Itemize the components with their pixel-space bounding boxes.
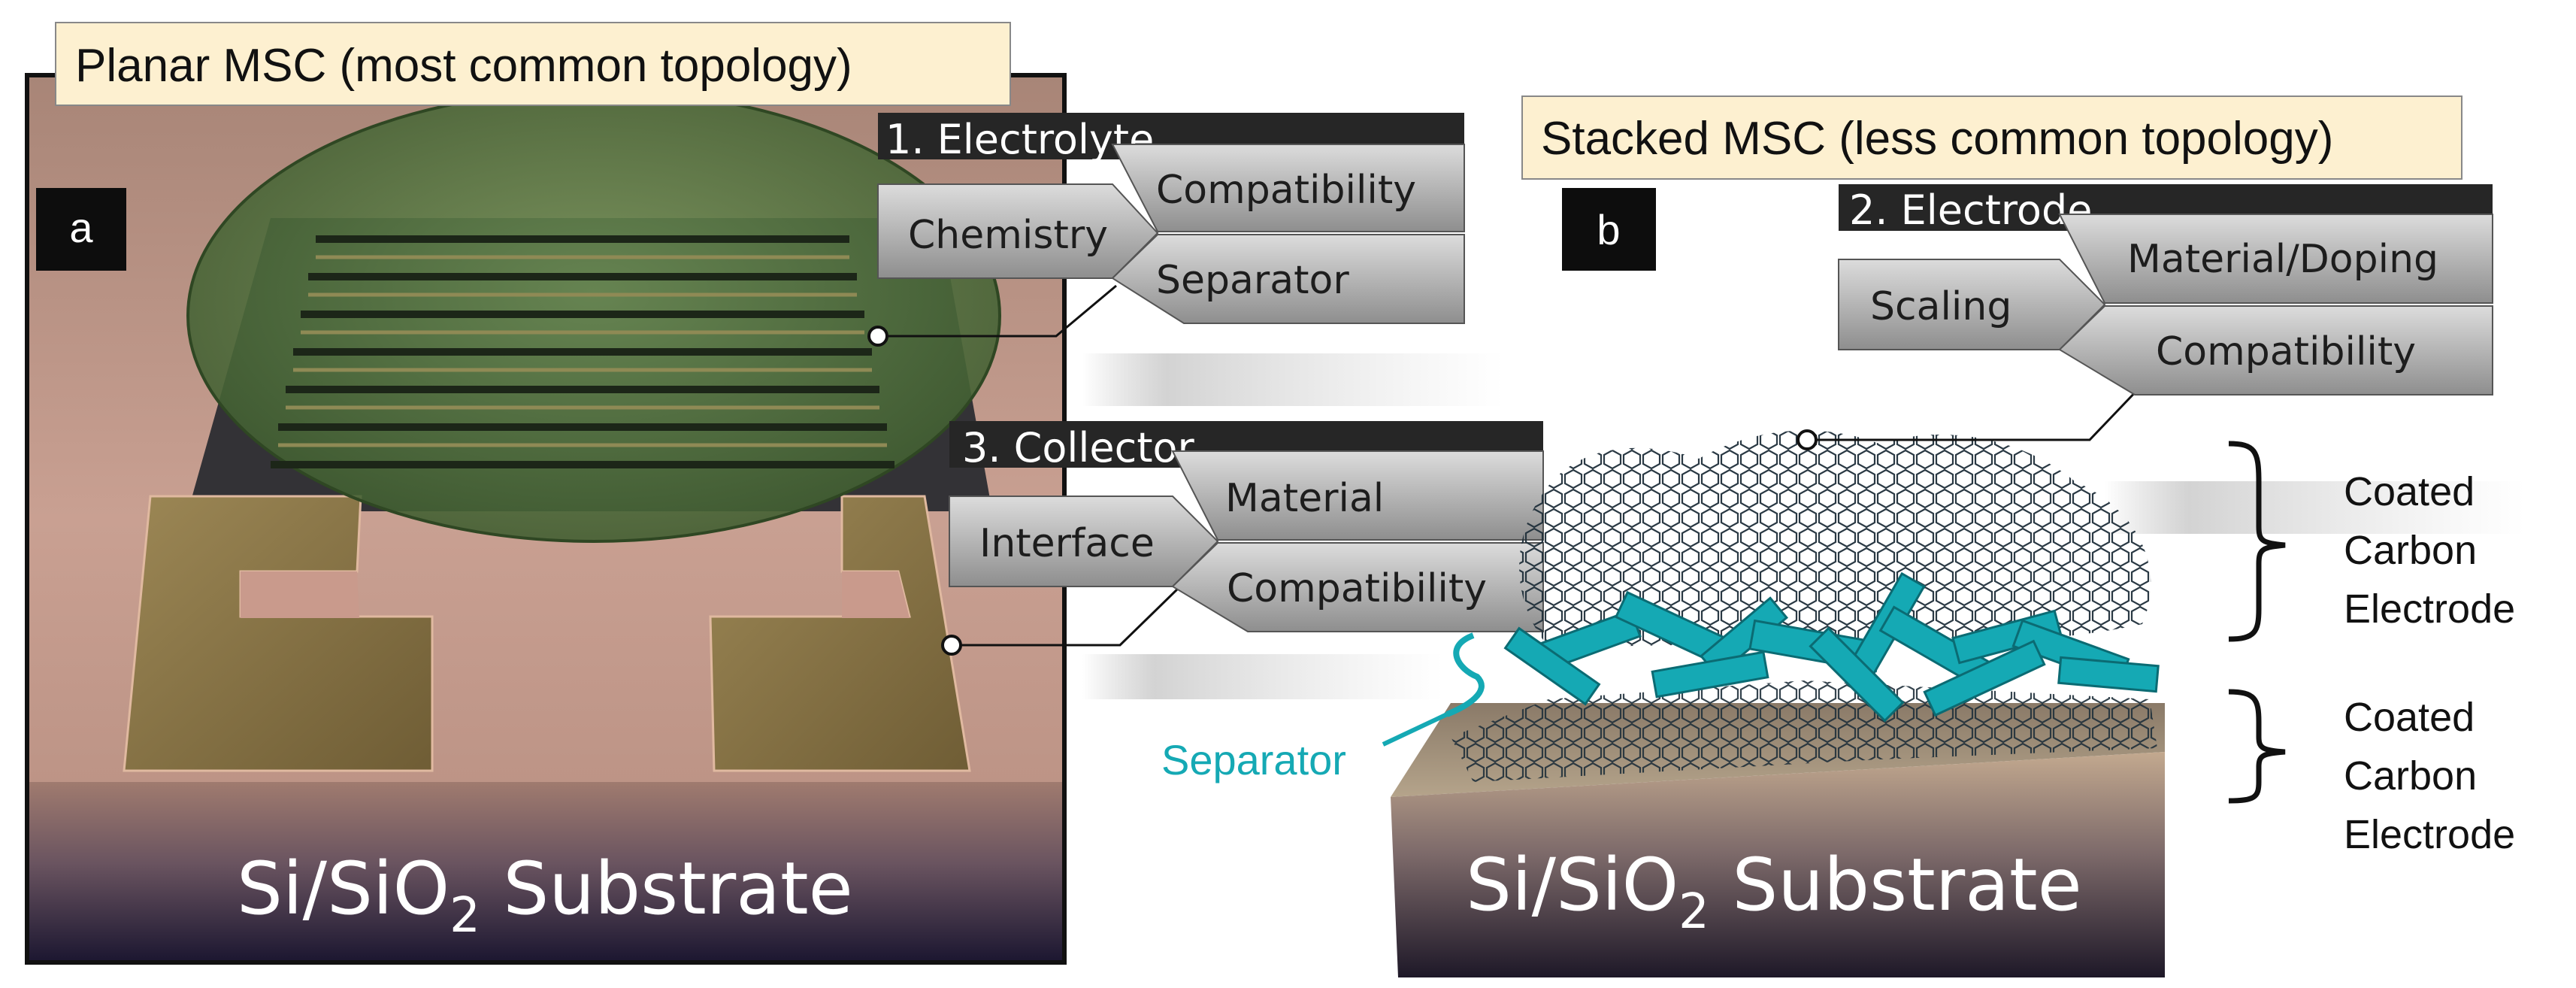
panel-b-title: Stacked MSC (less common topology) bbox=[1541, 113, 2333, 165]
callout-electrolyte-right-top: Compatibility bbox=[1156, 168, 1416, 213]
electrolyte-leader-line bbox=[887, 284, 1117, 338]
callout-collector-left: Interface bbox=[979, 521, 1155, 566]
callout-electrolyte: 1. Electrolyte Chemistry Compatibility S… bbox=[877, 113, 1465, 324]
callout-electrode: 2. Electrode Scaling Material/Doping Com… bbox=[1838, 184, 2493, 396]
separator-rods bbox=[1503, 571, 2160, 723]
pad-gap-right bbox=[842, 571, 910, 618]
panel-label-a: a bbox=[69, 204, 93, 251]
callout-collector-bottom-box bbox=[1171, 542, 1544, 632]
callout-electrode-header: 2. Electrode bbox=[1849, 186, 2092, 234]
panel-label-a-box bbox=[36, 188, 126, 271]
substrate-b-side bbox=[1391, 752, 2165, 977]
brace-upper bbox=[2228, 441, 2286, 642]
callout-electrolyte-bottom-box bbox=[1111, 234, 1465, 324]
carbon-electrode-upper bbox=[1519, 430, 2151, 647]
callout-electrode-top-box bbox=[2058, 214, 2493, 304]
callout-electrode-left: Scaling bbox=[1870, 284, 2011, 329]
panel-b-title-box bbox=[1521, 95, 2462, 180]
substrate-b-label: Si/SiO2 Substrate bbox=[1466, 843, 2082, 940]
shadow-band-1 bbox=[1082, 353, 1503, 406]
callout-electrolyte-right-bottom: Separator bbox=[1156, 258, 1349, 303]
callout-collector-right-top: Material bbox=[1225, 476, 1384, 521]
brace-lower bbox=[2228, 689, 2286, 804]
callout-electrode-right-bottom: Compatibility bbox=[2156, 329, 2416, 374]
panel-b: Stacked MSC (less common topology) b Si/… bbox=[1161, 95, 2515, 977]
panel-a-title-box bbox=[55, 22, 1011, 106]
substrate-a-side bbox=[27, 782, 1064, 962]
callout-electrolyte-top-box bbox=[1111, 144, 1465, 232]
shadow-band-3 bbox=[2105, 481, 2526, 534]
substrate-a-label: Si/SiO2 Substrate bbox=[237, 847, 853, 944]
collector-anchor-dot bbox=[941, 635, 962, 656]
callout-collector-header: 3. Collector bbox=[962, 424, 1195, 471]
pad-gap-left bbox=[241, 571, 359, 618]
callout-collector-right-bottom: Compatibility bbox=[1227, 566, 1487, 611]
callout-electrode-right-top: Material/Doping bbox=[2127, 237, 2438, 282]
panel-label-b: b bbox=[1597, 206, 1620, 253]
interdigitated-fingers bbox=[271, 235, 894, 468]
side-label-lower: Coated Carbon Electrode bbox=[2344, 695, 2515, 857]
finger-highlights bbox=[278, 255, 887, 447]
electrolyte-anchor-dot bbox=[867, 326, 888, 347]
shadow-band-2 bbox=[1082, 654, 1443, 699]
separator-label: Separator bbox=[1161, 736, 1346, 783]
collector-leader-line bbox=[961, 585, 1182, 647]
carbon-electrode-lower bbox=[1451, 680, 2157, 782]
panel-a-title: Planar MSC (most common topology) bbox=[75, 40, 852, 92]
callout-electrolyte-header: 1. Electrolyte bbox=[885, 116, 1154, 163]
electrode-anchor-dot bbox=[1797, 429, 1818, 450]
panel-label-b-box bbox=[1562, 188, 1656, 271]
callout-electrolyte-left: Chemistry bbox=[908, 213, 1108, 258]
callout-electrode-bottom-box bbox=[2058, 305, 2493, 396]
side-label-upper: Coated Carbon Electrode bbox=[2344, 469, 2515, 632]
separator-bracket bbox=[1445, 632, 1485, 717]
callout-collector: 3. Collector Interface Material Compatib… bbox=[949, 421, 1544, 632]
separator-leader-line bbox=[1382, 712, 1448, 747]
panel-a: a Planar MSC (most common topology) Si/S… bbox=[25, 22, 1182, 965]
